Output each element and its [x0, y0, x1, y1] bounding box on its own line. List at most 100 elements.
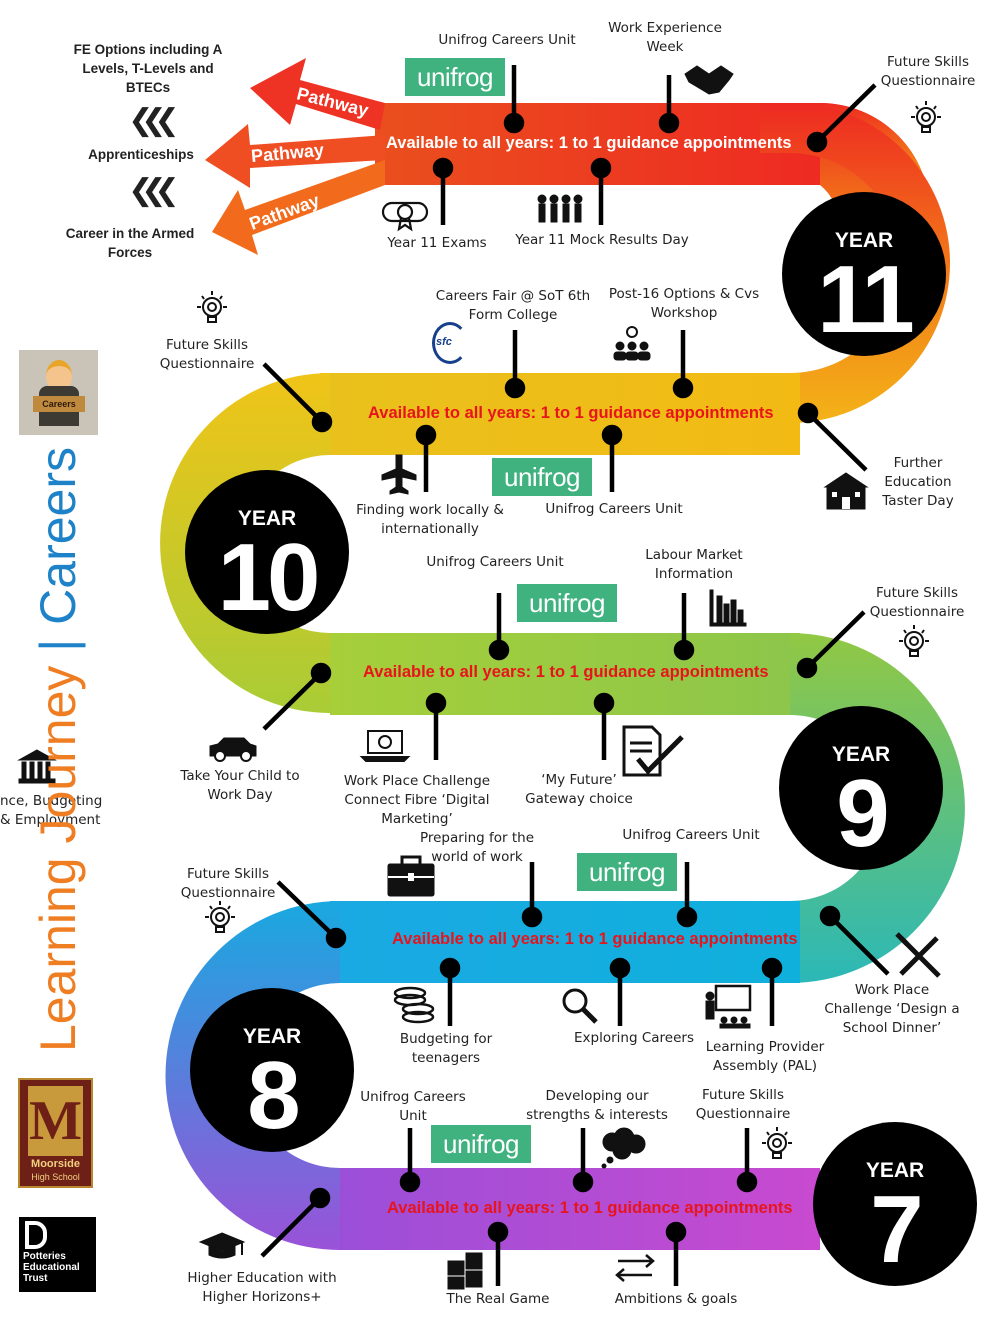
sfc-logo: sfc [430, 322, 468, 364]
lightbulb-gear-icon-y9 [899, 625, 929, 657]
y8-unifrog-label: Unifrog Careers Unit [622, 827, 760, 843]
chevrons-icon-2: ❮❮❮ [128, 173, 179, 208]
y8-budgeting-label: Budgeting for teenagers [399, 1031, 493, 1066]
y7-future-skills-label: Future Skills Questionnaire [695, 1087, 791, 1122]
chevrons-icon-1: ❮❮❮ [128, 103, 179, 138]
connectors-year-8 [276, 862, 890, 1026]
bank-icon [17, 749, 57, 784]
trust-logo-line1: Potteries [23, 1251, 66, 1262]
school-building-icon [823, 472, 869, 510]
banner-year-7: Available to all years: 1 to 1 guidance … [387, 1199, 793, 1217]
side-title-separator: | [30, 624, 86, 666]
lightbulb-gear-icon-y7 [762, 1127, 792, 1159]
y7-unifrog-label: Unifrog Careers Unit [360, 1089, 466, 1124]
y8-learning-provider-label: Learning Provider Assembly (PAL) [705, 1039, 825, 1074]
potteries-trust-logo: Potteries Educational Trust [19, 1217, 96, 1292]
y8-design-dinner-label: Work Place Challenge ‘Design a School Di… [824, 982, 960, 1036]
unifrog-logo-y11: unifrog [405, 58, 505, 96]
y11-exams-label: Year 11 Exams [387, 235, 487, 251]
people-group-icon [537, 194, 583, 223]
side-title: Learning Journey | Careers [28, 447, 88, 1052]
y11-unifrog-label: Unifrog Careers Unit [438, 32, 576, 48]
connectors-year-9 [262, 593, 866, 760]
y7-real-game-label: The Real Game [446, 1291, 550, 1307]
unifrog-logo-y10: unifrog [492, 458, 592, 496]
careers-sign: Careers [33, 396, 85, 412]
pathway-arrows [205, 58, 385, 255]
year-9-badge: YEAR 9 [779, 706, 943, 870]
lightbulb-gear-icon-y8 [205, 901, 235, 933]
y8-future-skills-label: Future Skills Questionnaire [180, 866, 276, 901]
pathway-arrow-1 [250, 58, 385, 130]
laptop-icon [359, 730, 411, 762]
car-icon [209, 737, 257, 762]
banner-year-11: Available to all years: 1 to 1 guidance … [386, 134, 792, 152]
unifrog-logo-y7: unifrog [431, 1125, 531, 1163]
pathway-arrow-2 [205, 124, 385, 188]
banner-year-10: Available to all years: 1 to 1 guidance … [368, 404, 774, 422]
graduation-cap-icon [198, 1232, 246, 1259]
coins-icon [393, 986, 435, 1024]
y11-mock-results-label: Year 11 Mock Results Day [515, 232, 689, 248]
year-8-word: YEAR [242, 1025, 302, 1048]
y10-fe-taster-label: Further Education Taster Day [882, 455, 954, 509]
magnifier-icon [562, 988, 598, 1024]
y9-work-place-challenge-label: Work Place Challenge Connect Fibre ‘Digi… [343, 773, 491, 827]
y10-careers-fair-label: Careers Fair @ SoT 6th Form College [435, 288, 591, 323]
year-7-word: YEAR [865, 1159, 925, 1182]
briefcase-icon [387, 855, 435, 897]
side-title-careers: Careers [30, 446, 86, 625]
y8-exploring-careers-label: Exploring Careers [574, 1030, 694, 1046]
trust-logo-line3: Trust [23, 1273, 48, 1284]
y10-unifrog-label: Unifrog Careers Unit [545, 501, 683, 517]
year-7-badge: YEAR 7 [813, 1122, 977, 1286]
year-10-word: YEAR [237, 507, 297, 530]
lightbulb-gear-icon-y10 [197, 291, 227, 323]
year-10-badge: YEAR 10 [185, 470, 349, 634]
y10-finding-work-label: Finding work locally & internationally [356, 502, 504, 537]
team-idea-icon [613, 326, 651, 361]
year-8-badge: YEAR 8 [190, 988, 354, 1152]
pathway-option-armed-forces: Career in the Armed Forces [65, 226, 195, 260]
lightbulb-gear-icon-y11 [911, 101, 941, 133]
moorside-logo-line2: High School [31, 1172, 80, 1182]
y8-preparing-label: Preparing for the world of work [419, 830, 535, 865]
left-partial-finance-label: nce, Budgeting & Employment [0, 793, 103, 828]
puzzle-icon [447, 1252, 483, 1290]
road-band-year-10 [320, 373, 800, 455]
y11-future-skills-label: Future Skills Questionnaire [880, 54, 976, 89]
bar-chart-icon [709, 589, 747, 627]
year-7-number: 7 [870, 1176, 923, 1283]
road-left-bend-2 [165, 901, 340, 1250]
y9-labour-market-label: Labour Market Information [645, 547, 743, 582]
moorside-school-logo: M Moorside High School [18, 1078, 93, 1188]
icons [17, 65, 941, 1290]
handshake-icon [684, 65, 734, 95]
swap-arrows-icon [615, 1254, 655, 1282]
year-8-number: 8 [247, 1042, 300, 1149]
connectors-year-11 [432, 65, 877, 225]
year-11-badge: YEAR 11 [782, 192, 946, 356]
y10-post16-label: Post-16 Options & Cvs Workshop [608, 286, 760, 321]
pathway-arrow-3 [212, 160, 385, 255]
unifrog-logo-y8: unifrog [577, 853, 677, 891]
careers-character-logo: Careers [19, 350, 98, 435]
thought-cloud-icon [601, 1127, 646, 1169]
moorside-logo-line1: Moorside [31, 1158, 80, 1170]
y10-future-skills-label: Future Skills Questionnaire [159, 337, 255, 372]
unifrog-logo-y9: unifrog [517, 584, 617, 622]
year-9-number: 9 [836, 760, 889, 867]
side-title-learning-journey: Learning Journey [30, 665, 86, 1052]
y9-take-child-label: Take Your Child to Work Day [180, 768, 300, 803]
connectors-year-10 [262, 330, 868, 492]
diploma-icon [381, 201, 429, 232]
road-band-year-8 [330, 901, 800, 983]
sfc-logo-text: sfc [436, 336, 452, 348]
pathway-option-fe: FE Options including A Levels, T-Levels … [73, 42, 223, 95]
y7-higher-education-label: Higher Education with Higher Horizons+ [187, 1270, 337, 1305]
pathway-option-apprenticeships: Apprenticeships [88, 147, 194, 162]
year-11-number: 11 [817, 246, 914, 353]
y7-strengths-label: Developing our strengths & interests [526, 1088, 668, 1123]
y9-future-skills-label: Future Skills Questionnaire [869, 585, 965, 620]
airplane-icon [381, 454, 417, 495]
